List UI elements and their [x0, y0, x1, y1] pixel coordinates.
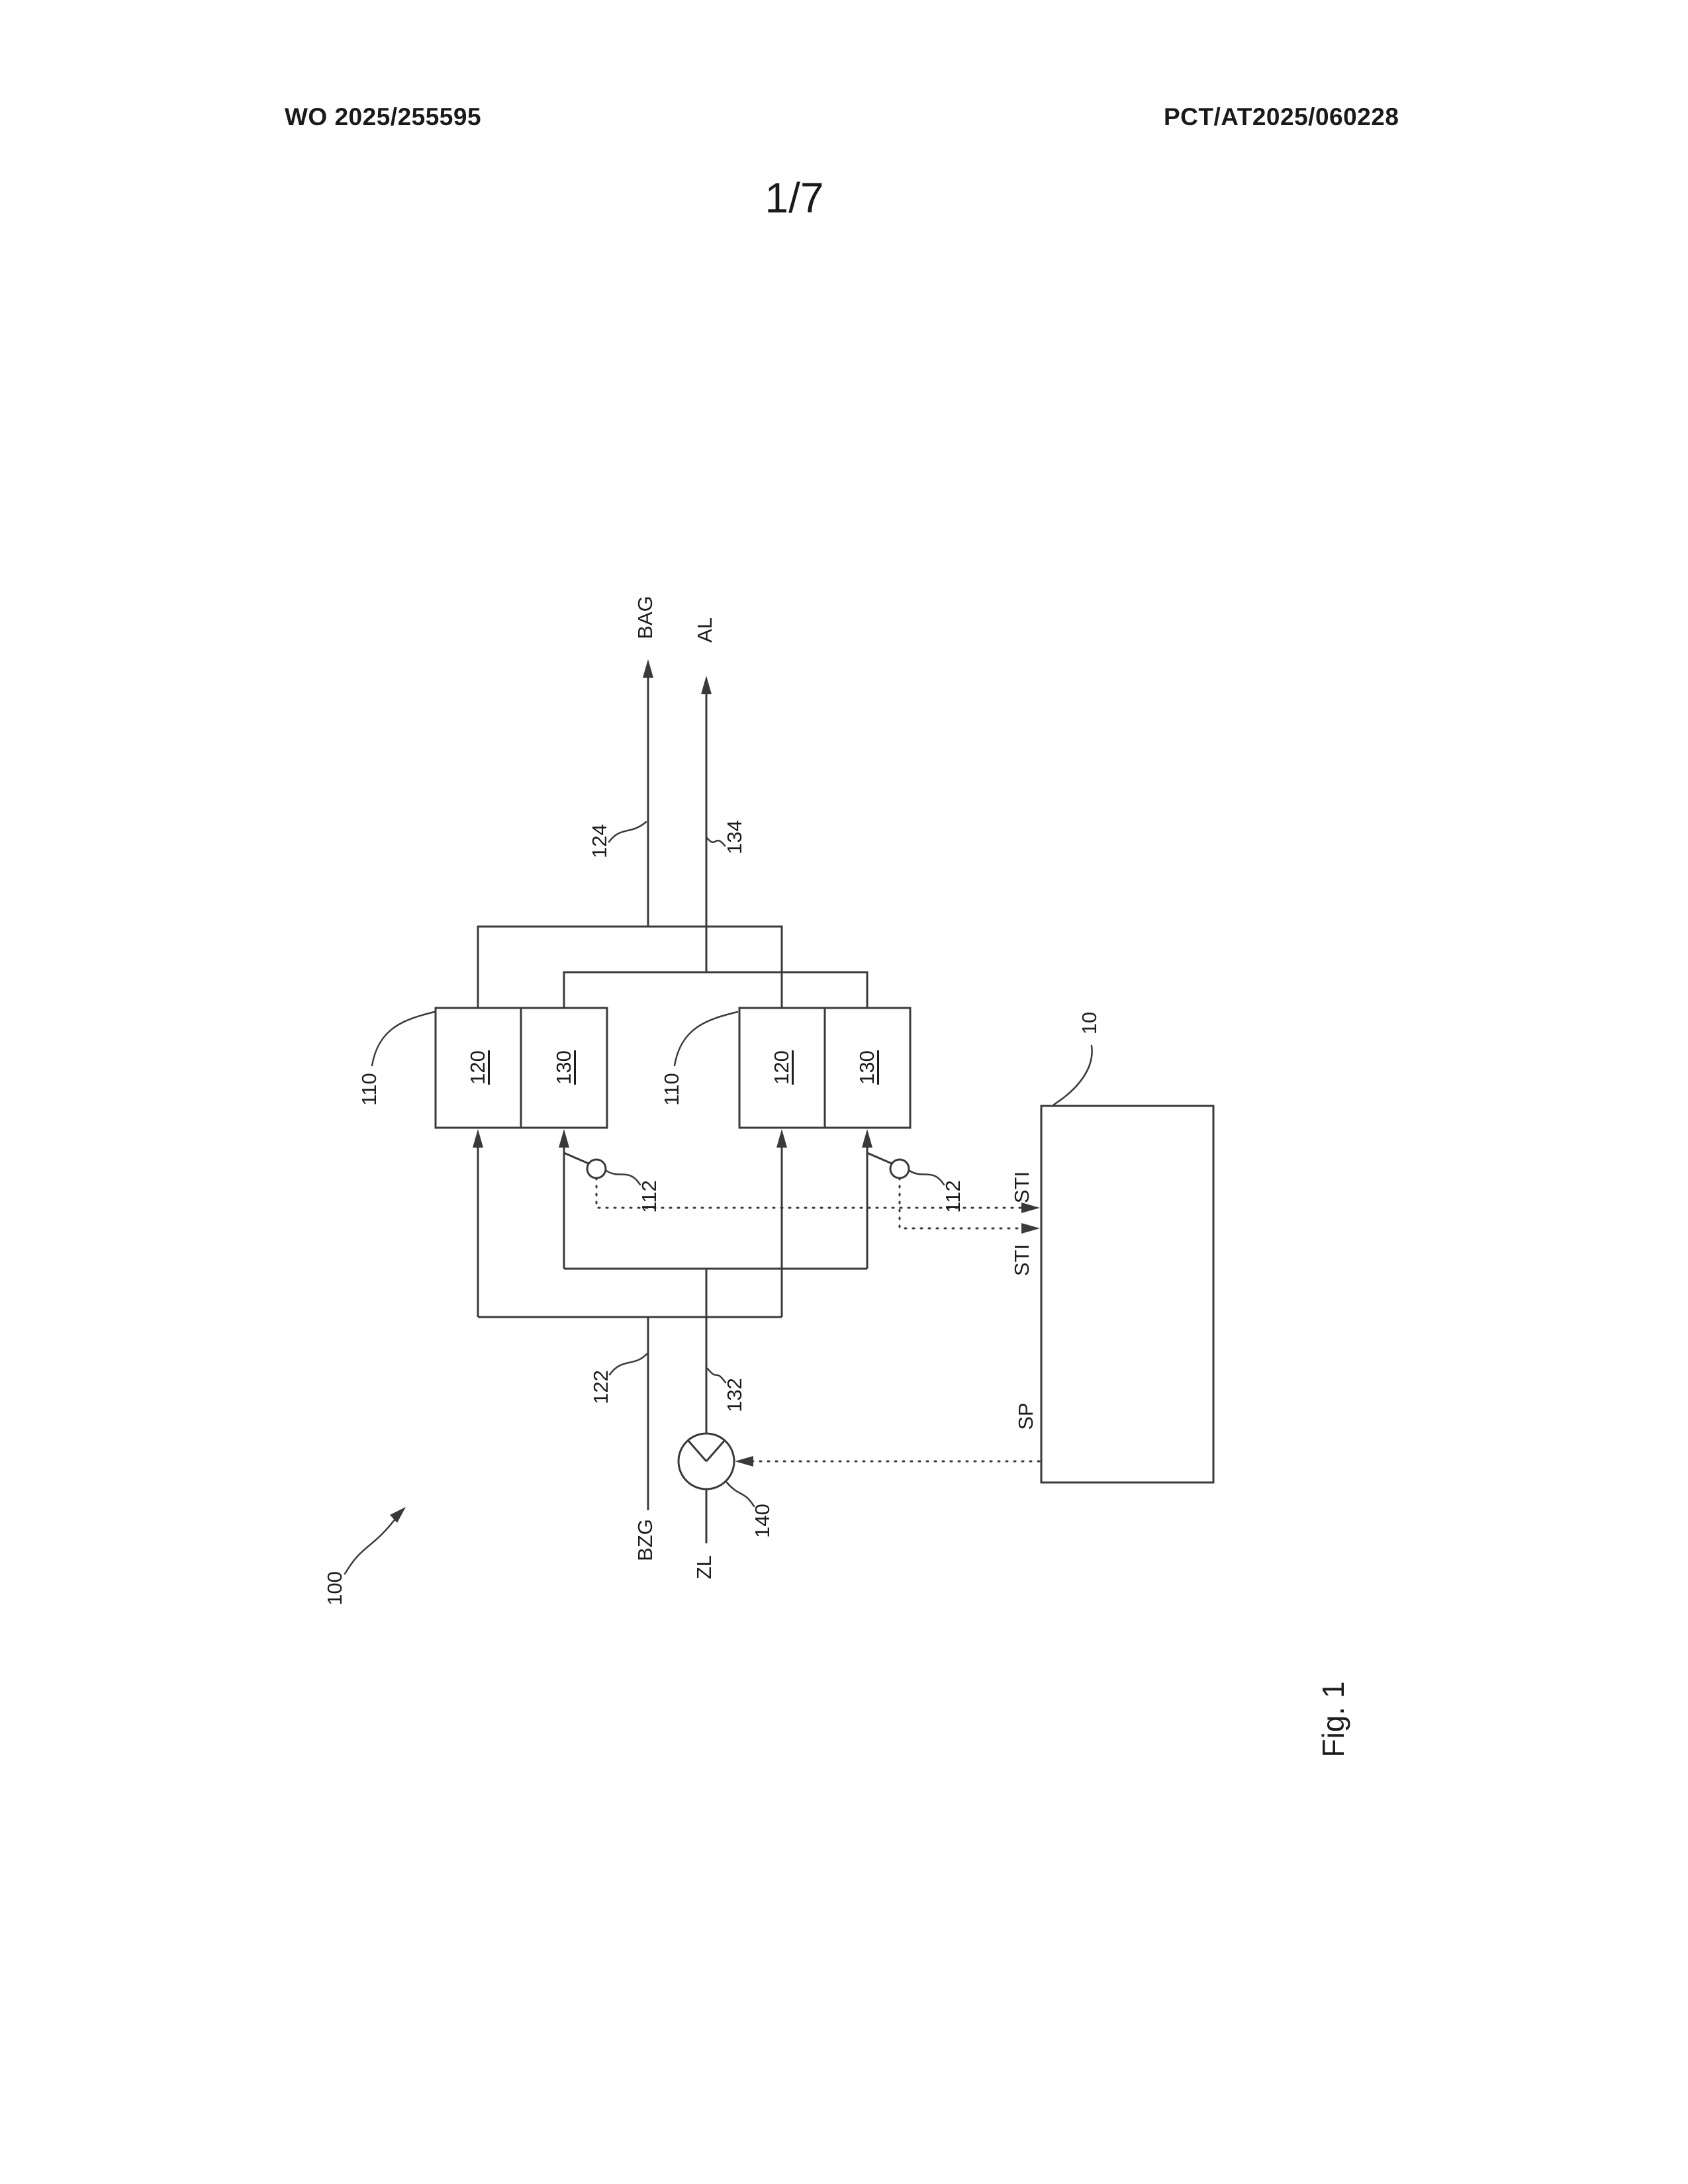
- sti-right-arrowhead: [1021, 1223, 1040, 1234]
- inlet-arrowhead-130-left: [559, 1129, 569, 1148]
- ref-100-arrowhead: [390, 1507, 406, 1523]
- publication-number: WO 2025/255595: [285, 103, 482, 130]
- label-zl: ZL: [692, 1555, 716, 1580]
- sheet-number: 1/7: [765, 174, 824, 222]
- ref-124: 124: [588, 824, 611, 858]
- box-label-120-right: 120: [770, 1050, 793, 1085]
- al-arrowhead: [701, 676, 712, 694]
- sti-left-signal-line: [595, 1177, 1024, 1209]
- inlet-arrowhead-120-right: [776, 1129, 787, 1148]
- leader-100-arrow-shaft: [344, 1514, 399, 1575]
- label-sti-1: STI: [1010, 1171, 1033, 1204]
- ref-140: 140: [751, 1504, 774, 1538]
- controller-box: [1040, 1105, 1215, 1484]
- inlet-arrowhead-130-right: [862, 1129, 872, 1148]
- leader-110-left: [371, 1011, 436, 1067]
- label-bzg: BZG: [633, 1519, 657, 1561]
- leader-124: [608, 821, 647, 843]
- ref-134: 134: [723, 820, 746, 854]
- leader-110-right: [673, 1011, 739, 1067]
- ref-110-right: 110: [660, 1073, 683, 1106]
- box-label-130-left: 130: [552, 1050, 575, 1085]
- leader-134: [706, 837, 726, 847]
- application-number: PCT/AT2025/060228: [1164, 103, 1399, 130]
- sp-arrowhead: [735, 1456, 753, 1467]
- ref-112-left: 112: [637, 1180, 661, 1213]
- leader-132: [706, 1367, 727, 1384]
- sti-right-signal-line: [898, 1177, 1024, 1230]
- bag-collector-line: [477, 925, 783, 1008]
- leader-140: [726, 1481, 755, 1508]
- leader-10: [1053, 1044, 1093, 1106]
- leader-122: [608, 1353, 648, 1376]
- valve-left-symbol: [586, 1158, 607, 1179]
- sti-left-arrowhead: [1021, 1203, 1040, 1213]
- ref-132: 132: [723, 1378, 746, 1412]
- label-sp: SP: [1014, 1402, 1037, 1430]
- figure-caption: Fig. 1: [1316, 1681, 1350, 1758]
- leader-112-right: [908, 1169, 945, 1186]
- inlet-arrowhead-120-left: [473, 1129, 483, 1148]
- box-label-120-left: 120: [466, 1050, 489, 1085]
- box-label-130-right: 130: [855, 1050, 878, 1085]
- ref-112-right: 112: [941, 1180, 964, 1213]
- valve-right-stem: [867, 1152, 892, 1165]
- leader-112-left: [605, 1169, 641, 1186]
- ref-122: 122: [589, 1370, 612, 1404]
- label-bag: BAG: [633, 596, 657, 639]
- al-collector-line: [563, 971, 868, 1008]
- fan-impeller: [686, 1439, 726, 1462]
- label-sti-2: STI: [1010, 1244, 1033, 1277]
- label-al: AL: [693, 617, 716, 643]
- bag-arrowhead: [643, 659, 653, 678]
- valve-right-symbol: [889, 1158, 910, 1179]
- ref-10: 10: [1078, 1011, 1101, 1035]
- ref-100: 100: [323, 1571, 346, 1606]
- valve-left-stem: [563, 1152, 589, 1165]
- ref-110-left: 110: [357, 1073, 381, 1106]
